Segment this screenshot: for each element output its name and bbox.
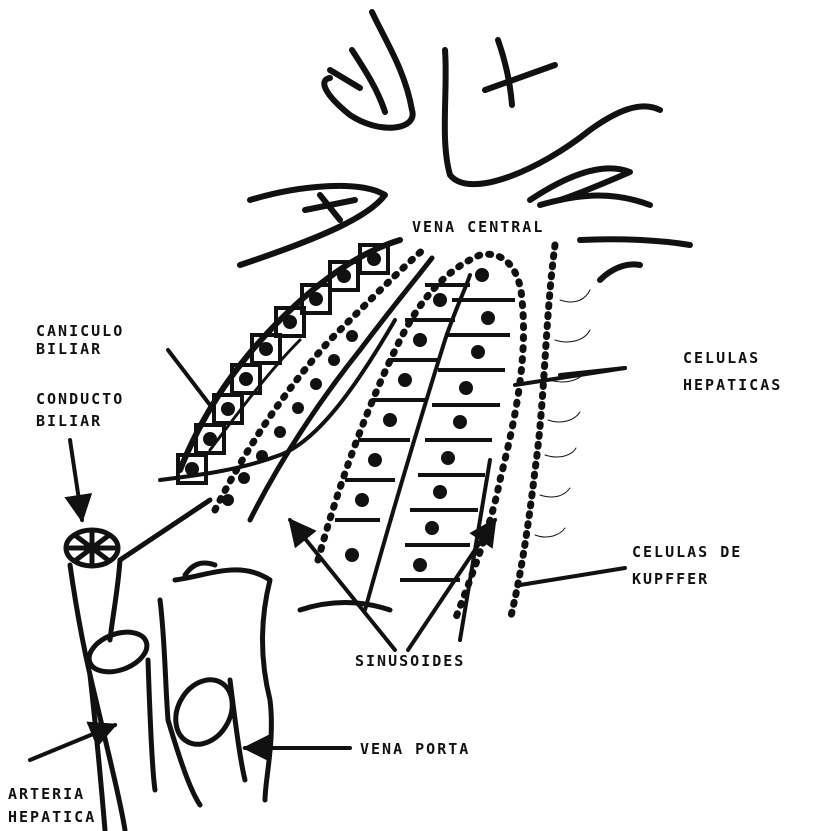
vena-central-label: VENA CENTRAL [412, 218, 544, 236]
leader-lines [30, 350, 625, 760]
caniculo-biliar-label-line2: BILIAR [36, 340, 102, 358]
caniculo-biliar-label-line1: CANICULO [36, 322, 124, 340]
sinusoides-label: SINUSOIDES [355, 652, 465, 670]
central-vein-branches [240, 12, 690, 280]
portal-triad [66, 500, 390, 830]
celulas-de-kupffer-label-line2: KUPFFER [632, 570, 709, 588]
celulas-de-kupffer-label-line1: CELULAS DE [632, 543, 742, 561]
conducto-biliar-label-line2: BILIAR [36, 412, 102, 430]
celulas-hepaticas-label-line1: CELULAS [683, 349, 760, 367]
arteria-hepatica-label-line1: ARTERIA [8, 785, 85, 803]
conducto-biliar-label-line1: CONDUCTO [36, 390, 124, 408]
vena-porta-label: VENA PORTA [360, 740, 470, 758]
middle-hepatic-cord [318, 254, 523, 640]
celulas-hepaticas-label-line2: HEPATICAS [683, 376, 782, 394]
arteria-hepatica-label-line2: HEPATICA [8, 808, 96, 826]
